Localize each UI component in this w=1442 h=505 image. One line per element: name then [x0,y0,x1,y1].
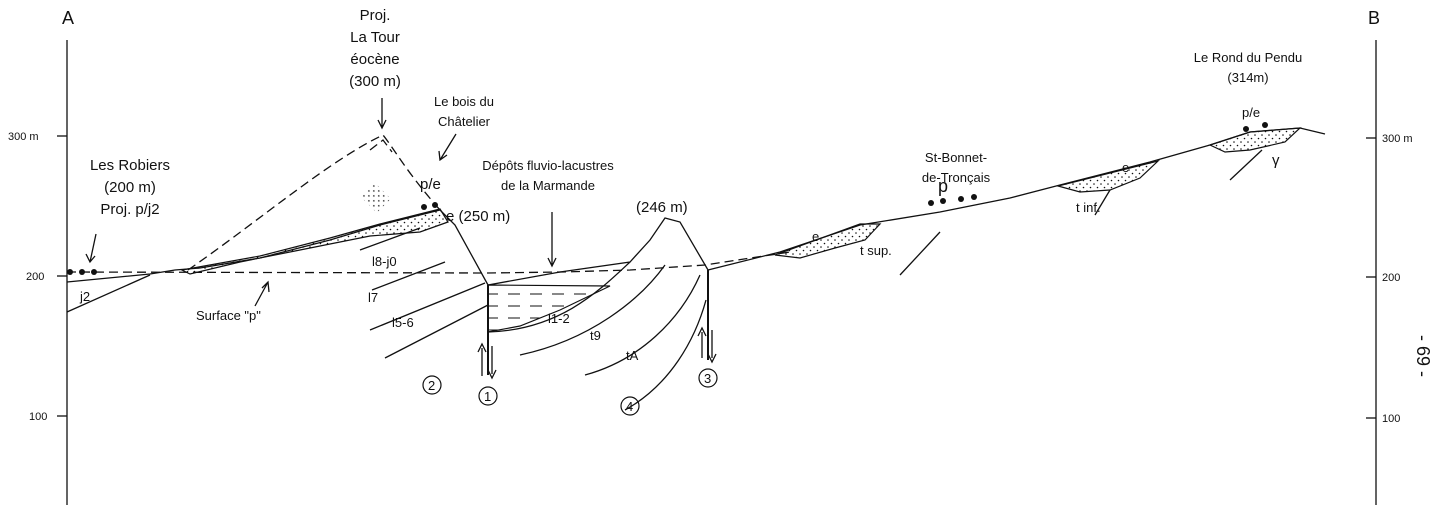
la-tour-projection [188,135,440,270]
label-depots: Dépôts fluvio-lacustres de la Marmande [482,158,614,193]
formation-l1-2: l1-2 [548,311,570,326]
section-end-a: A [62,8,74,28]
deposit-e-right [1058,161,1158,192]
formation-pe-rond: p/e [1242,105,1260,120]
label-la-tour: Proj. La Tour éocène (300 m) [349,7,401,90]
formation-l5-6: l5-6 [392,315,414,330]
formation-l7: l7 [368,290,378,305]
label-st-bonnet: St-Bonnet- de-Tronçais [922,150,991,185]
eocene-patch [361,183,391,213]
label-e-250: e (250 m) [446,208,510,225]
svg-text:(314m): (314m) [1227,70,1268,85]
fault-2-label: 2 [428,378,435,393]
formation-gamma: γ [1272,152,1280,169]
label-surface-p: Surface "p" [196,308,261,323]
formation-t-sup: t sup. [860,243,892,258]
fault-3-label: 3 [704,371,711,386]
formation-e-right: e [1122,160,1129,175]
fault-1-label: 1 [484,389,491,404]
formation-j2: j2 [79,289,90,304]
svg-text:Le bois du: Le bois du [434,94,494,109]
left-tick-200: 200 [26,271,44,283]
section-end-b: B [1368,8,1380,28]
svg-text:Châtelier: Châtelier [438,114,491,129]
left-tick-100: 100 [29,411,47,423]
right-tick-200: 200 [1382,272,1400,284]
fault-1-marker: 1 [479,387,497,405]
svg-text:Dépôts fluvio-lacustres: Dépôts fluvio-lacustres [482,158,614,173]
page-number: - 69 - [1413,335,1433,377]
svg-text:Proj. p/j2: Proj. p/j2 [100,201,159,218]
left-tick-300: 300 m [8,131,39,143]
svg-text:St-Bonnet-: St-Bonnet- [925,150,987,165]
topographic-profile [67,128,1325,285]
label-rond-pendu: Le Rond du Pendu (314m) [1194,50,1302,85]
fault-4-marker: 4 [621,397,639,415]
formation-ta: tA [626,348,639,363]
formation-e-mid: e [812,229,819,244]
deposit-left [182,209,448,274]
label-peak-246: (246 m) [636,199,688,216]
deposit-rond [1210,128,1300,152]
right-elevation-axis: 300 m 200 100 [1366,40,1413,505]
fault-2-marker: 2 [423,376,441,394]
fault-4-label: 4 [626,399,633,414]
svg-text:Le Rond du Pendu: Le Rond du Pendu [1194,50,1302,65]
formation-pe-chatelier: p/e [420,176,441,193]
svg-text:Les Robiers: Les Robiers [90,157,170,174]
fault-3-marker: 3 [699,369,717,387]
right-tick-300: 300 m [1382,133,1413,145]
svg-text:de-Tronçais: de-Tronçais [922,170,991,185]
left-elevation-axis: 300 m 200 100 [8,40,67,505]
svg-text:(300 m): (300 m) [349,73,401,90]
svg-text:Proj.: Proj. [360,7,391,24]
formation-t-inf: t inf. [1076,200,1101,215]
svg-text:éocène: éocène [350,51,399,68]
formation-l8-j0: l8-j0 [372,254,397,269]
svg-text:La Tour: La Tour [350,29,400,46]
formation-p-stbonnet: p [938,176,948,196]
label-les-robiers: Les Robiers (200 m) Proj. p/j2 [90,157,170,218]
right-tick-100: 100 [1382,413,1400,425]
label-bois-chatelier: Le bois du Châtelier [434,94,494,129]
svg-text:(200 m): (200 m) [104,179,156,196]
formation-t9: t9 [590,328,601,343]
svg-text:de la Marmande: de la Marmande [501,178,595,193]
